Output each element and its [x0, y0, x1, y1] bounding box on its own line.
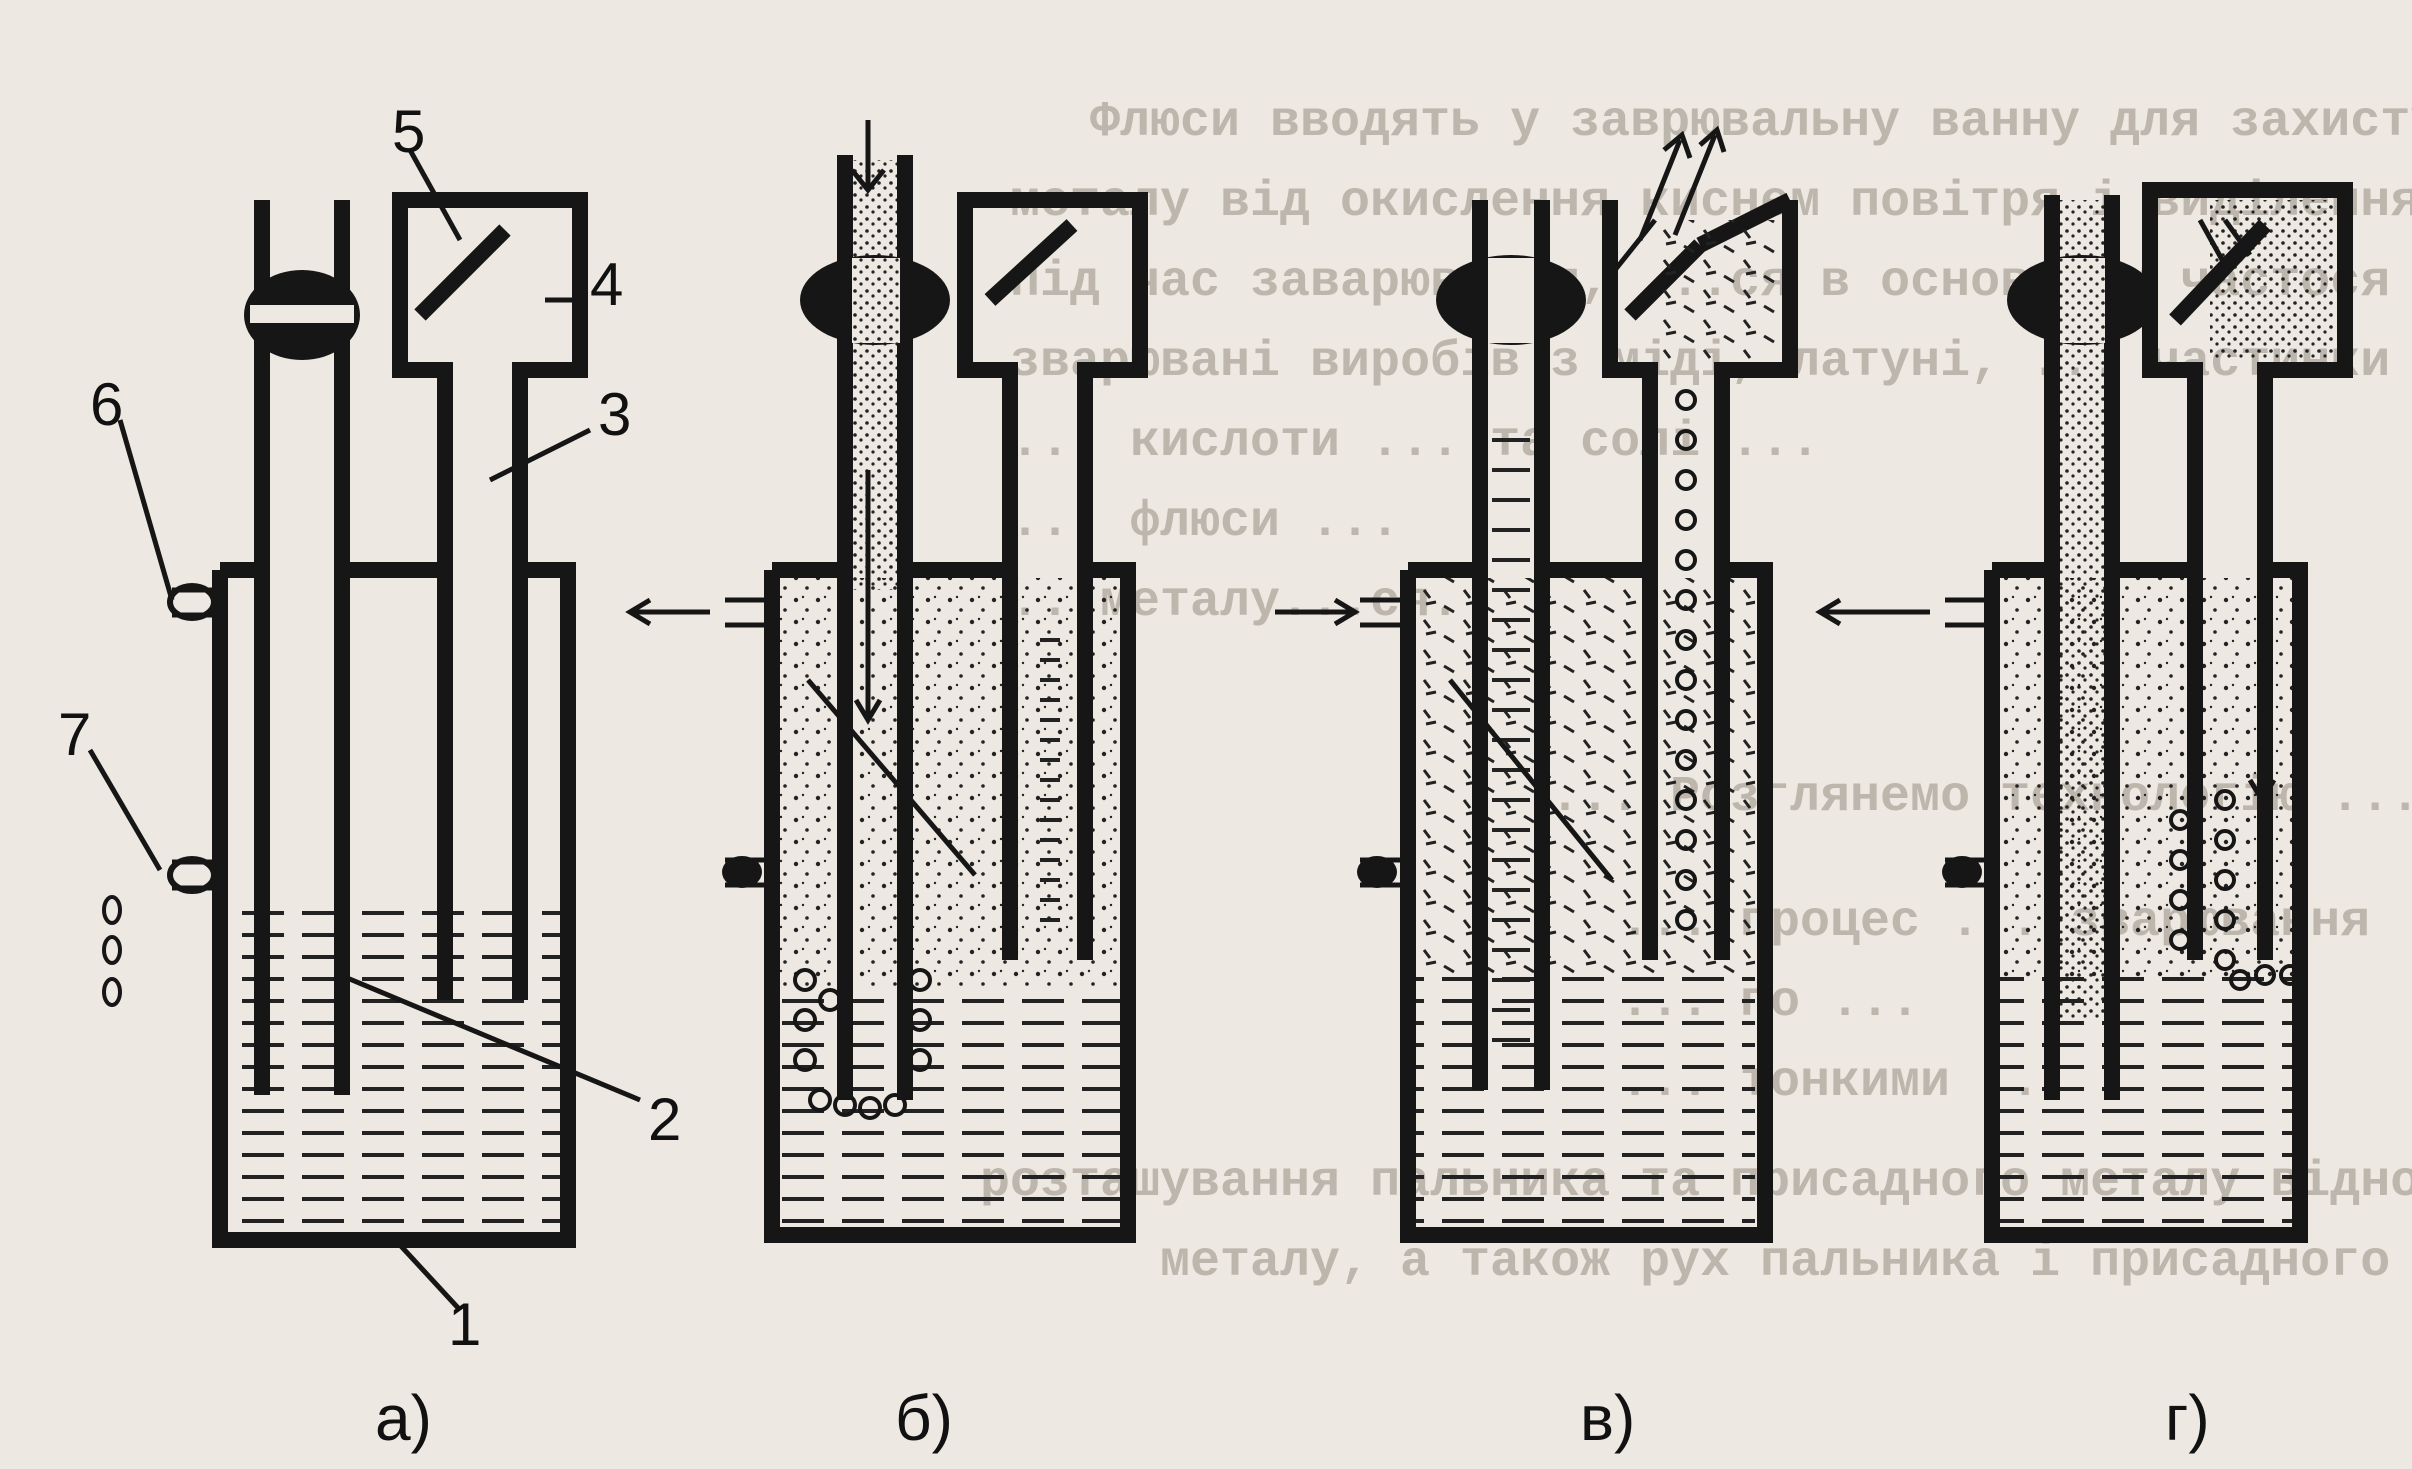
panel-b [625, 120, 1148, 1243]
vessel-a [212, 562, 576, 1248]
svg-text:... флюси ...: ... флюси ... [1010, 494, 1400, 551]
vessel-v [1400, 562, 1773, 1243]
label-4: 4 [590, 251, 623, 318]
hopper-g [2142, 182, 2353, 960]
label-7: 7 [58, 701, 91, 768]
caption-b: б) [895, 1382, 953, 1454]
label-6: 6 [90, 371, 123, 438]
hopper-a [392, 192, 588, 1000]
label-5: 5 [392, 98, 425, 165]
vessel-b [764, 562, 1136, 1243]
hopper-v [1602, 200, 1798, 960]
vessel-g [1984, 562, 2308, 1243]
label-1: 1 [448, 1291, 481, 1358]
caption-v: в) [1580, 1382, 1635, 1454]
liquid-a [228, 900, 560, 1230]
hopper-b [957, 192, 1148, 960]
svg-text:металу, а також рух пальника і: металу, а також рух пальника і присадног… [1160, 1234, 2412, 1291]
svg-text:Флюси вводять у заврювальну ва: Флюси вводять у заврювальну ванну для за… [1090, 94, 2412, 151]
panel-g [1815, 182, 2353, 1243]
label-3: 3 [598, 381, 631, 448]
panel-v [1275, 125, 1798, 1243]
svg-text:... кислоти ... та солі ...: ... кислоти ... та солі ... [1010, 414, 1820, 471]
label-2: 2 [648, 1086, 681, 1153]
panel-a [87, 148, 641, 1312]
caption-a: а) [375, 1382, 432, 1454]
caption-g: г) [2165, 1382, 2210, 1454]
